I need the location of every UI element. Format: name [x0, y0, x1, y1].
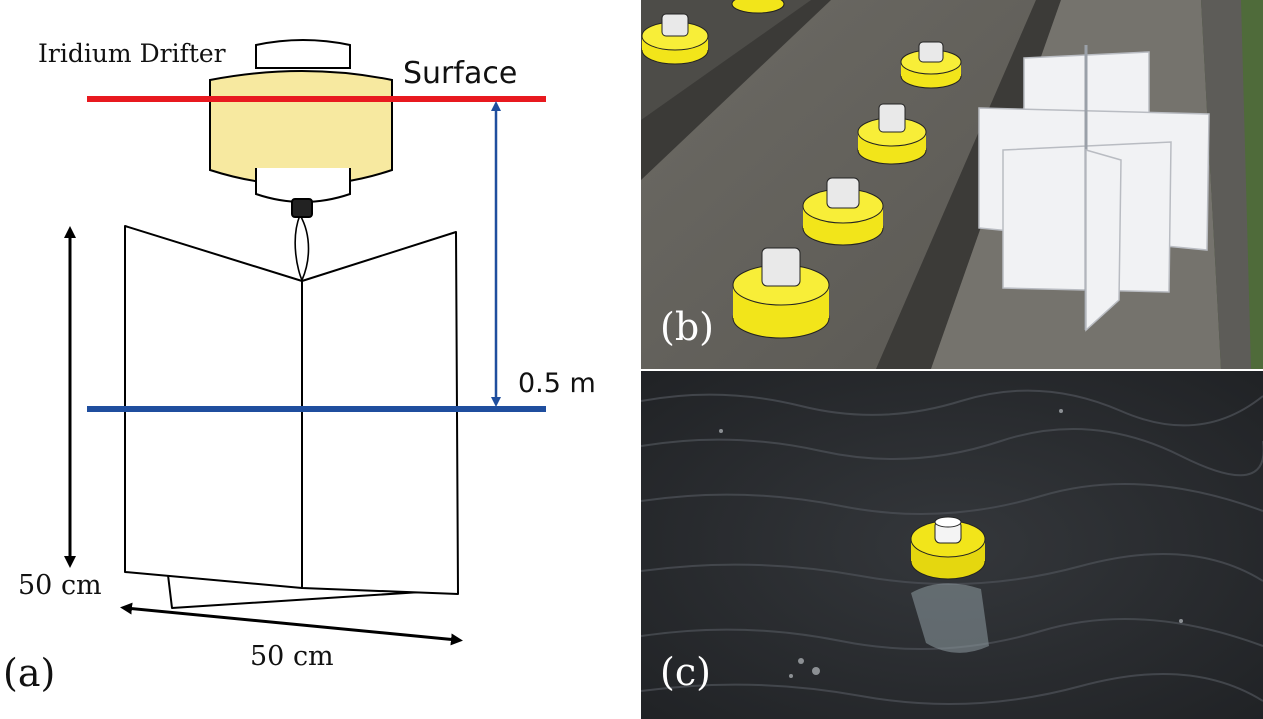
- buoy-body: [209, 39, 393, 218]
- surface-label: Surface: [403, 56, 517, 91]
- drifter-diagram: Iridium Drifter Surface 0.5 m 50 cm 50 c…: [3, 39, 596, 695]
- width-label: 50 cm: [250, 641, 334, 672]
- width-arrow: [120, 602, 463, 646]
- photo-drifter-in-water: [641, 371, 1263, 719]
- panel-label-c: (c): [660, 650, 711, 694]
- panel-label-b: (b): [660, 305, 714, 349]
- depth-label: 0.5 m: [518, 368, 596, 399]
- height-label: 50 cm: [18, 570, 102, 601]
- drogue-sail: [124, 225, 459, 609]
- device-label: Iridium Drifter: [38, 39, 226, 68]
- photo-drifters-on-ground: [641, 0, 1263, 369]
- tether-line: [294, 214, 310, 282]
- panel-label-a: (a): [3, 651, 55, 695]
